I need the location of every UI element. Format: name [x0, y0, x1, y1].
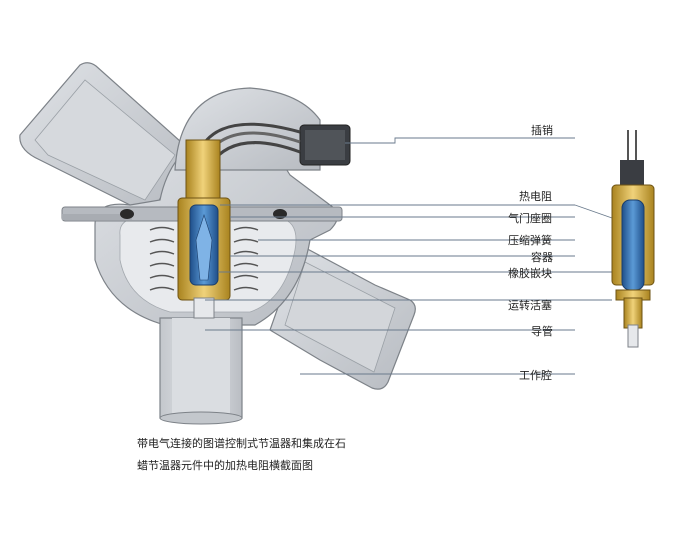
outlet-pipe	[269, 244, 416, 390]
caption-line-1: 带电气连接的图谱控制式节温器和集成在石	[137, 437, 346, 450]
bottom-pipe	[159, 317, 243, 425]
label-thermal-resistor: 热电阻	[519, 190, 552, 203]
label-group: 插销 热电阻 气门座圈 压缩弹簧 容器 橡胶嵌块 运转活塞 导管 工作腔	[508, 123, 553, 382]
label-working-chamber: 工作腔	[519, 368, 552, 382]
inlet-pipe	[19, 62, 191, 216]
leader-lines	[205, 137, 613, 375]
label-pin: 插销	[531, 123, 553, 137]
label-working-piston: 运转活塞	[508, 298, 552, 312]
compression-spring	[149, 226, 259, 291]
caption-line-2: 蜡节温器元件中的加热电阻横截面图	[137, 459, 313, 472]
label-rubber-insert: 橡胶嵌块	[508, 266, 552, 280]
sensor-element	[611, 130, 655, 348]
thermostat-core	[177, 139, 231, 319]
label-guide-tube: 导管	[531, 324, 553, 338]
connector-plug	[198, 122, 351, 166]
label-valve-seat: 气门座圈	[508, 211, 552, 225]
label-container: 容器	[531, 250, 553, 264]
label-compression-spring: 压缩弹簧	[508, 233, 552, 247]
